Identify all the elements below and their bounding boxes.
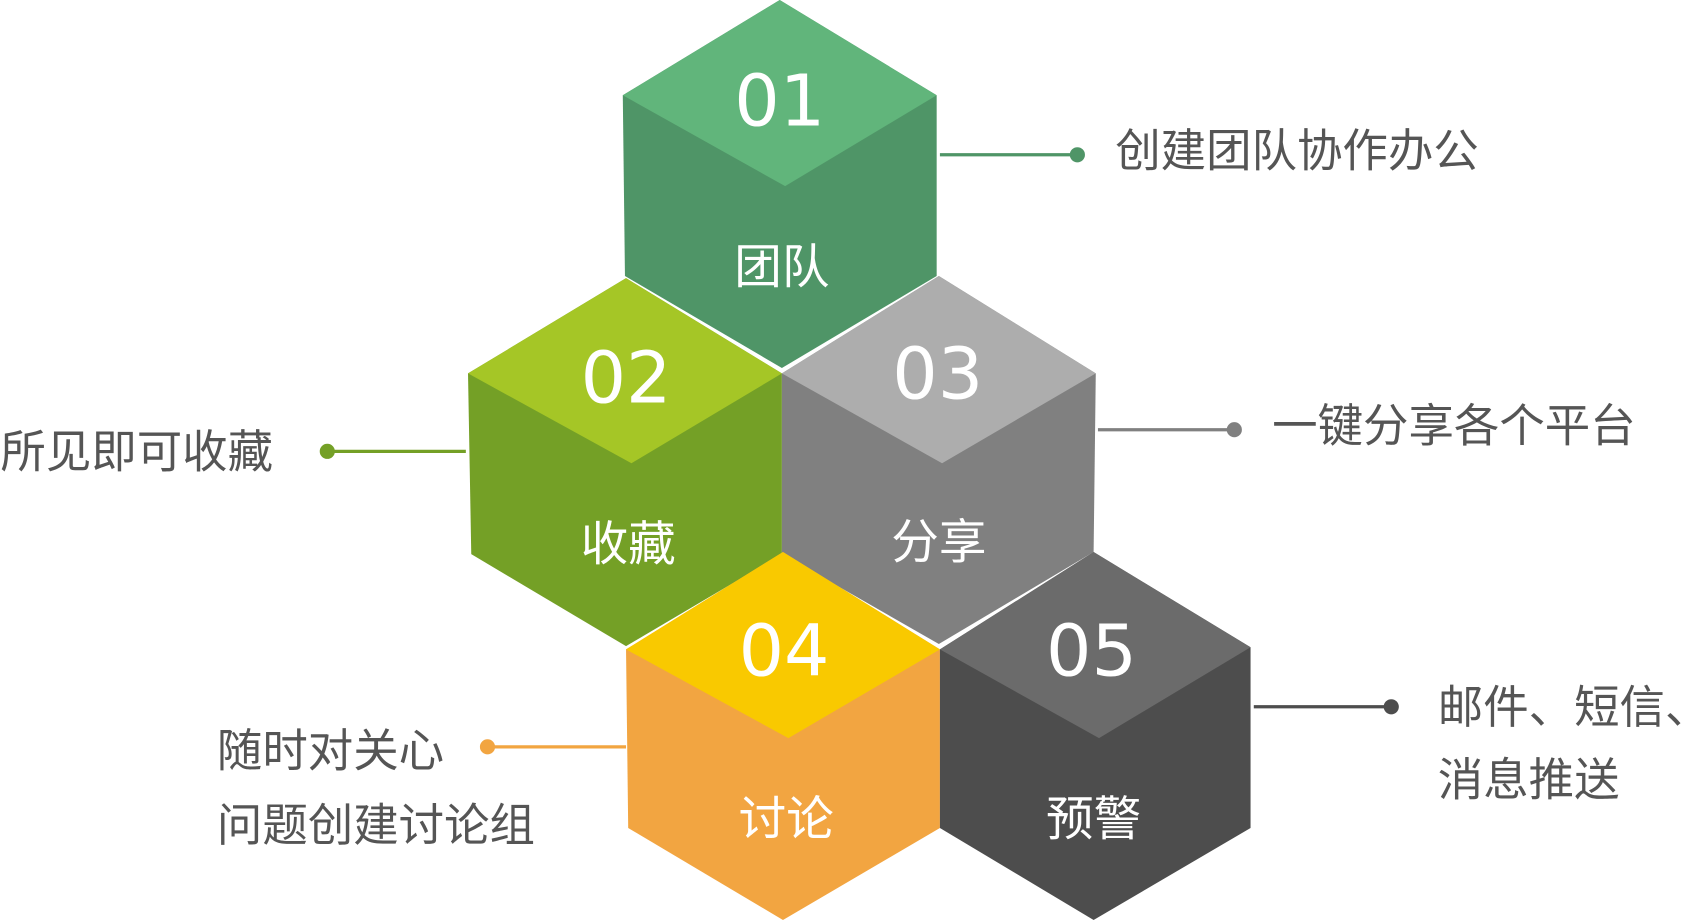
connector-04 [479,739,627,755]
cube-04-top [626,552,940,739]
connector-dot [1069,147,1085,163]
cube-02-number: 02 [581,337,672,420]
cube-05: 05 预警 [939,552,1251,920]
callout-03: 一键分享各个平台 [1272,400,1636,453]
cube-02: 02 收藏 [468,278,782,647]
connector-dot [1226,422,1242,438]
cube-02-top [468,278,782,464]
cube-01-number: 01 [734,60,825,143]
callout-02: 所见即可收藏 [0,426,273,479]
connector-05 [1253,699,1399,715]
callout-01: 创建团队协作办公 [1115,125,1479,178]
cube-05-label: 预警 [1046,793,1141,848]
cube-03-label: 分享 [891,515,986,570]
connector-03 [1097,422,1242,438]
cube-01: 01 团队 [622,0,937,368]
cube-05-number: 05 [1046,609,1137,692]
cube-05-top [939,552,1251,739]
cube-01-top [622,0,937,187]
cube-04: 04 讨论 [626,552,940,920]
connector-dot [479,739,496,755]
callout-04-line-2: 问题创建讨论组 [217,799,535,852]
cube-04-number: 04 [739,609,830,692]
cube-03-number: 03 [892,332,983,415]
cube-03-top [781,276,1096,464]
connector-02 [319,443,466,459]
connector-dot [1383,699,1399,715]
cube-04-label: 讨论 [739,793,834,848]
cube-03: 03 分享 [781,276,1096,644]
callout-05-line-1: 邮件、短信、 [1438,681,1698,734]
callout-05-line-2: 消息推送 [1438,754,1620,807]
cube-01-label: 团队 [734,241,829,296]
cube-02-label: 收藏 [581,518,676,573]
connector-01 [939,147,1085,163]
callout-04-line-1: 随时对关心 [217,724,444,777]
connector-dot [319,443,335,459]
